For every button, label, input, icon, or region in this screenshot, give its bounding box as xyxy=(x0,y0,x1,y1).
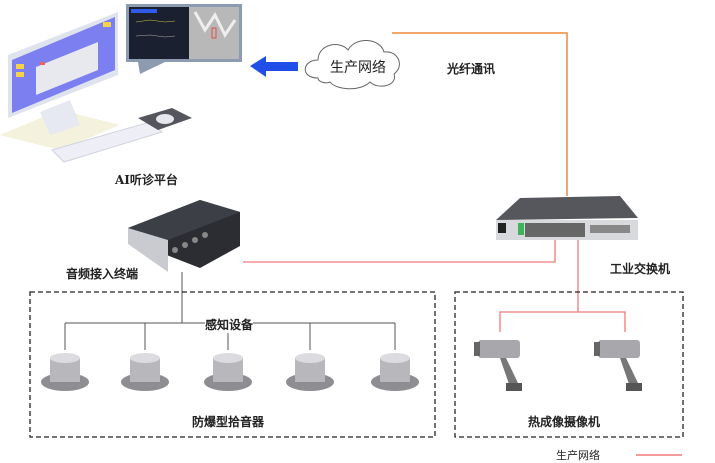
audio-terminal-icon xyxy=(128,200,240,272)
switch-label: 工业交换机 xyxy=(610,262,671,276)
thermal-camera-icon xyxy=(594,340,642,391)
pickup-icon xyxy=(204,353,252,391)
pickup-icon xyxy=(371,353,419,391)
camera-branch-line xyxy=(499,311,626,332)
camera-group-box xyxy=(454,291,684,438)
sensing-label: 感知设备 xyxy=(205,316,254,333)
fiber-line xyxy=(392,32,568,196)
legend-label: 生产网络 xyxy=(556,449,600,462)
sensing-group-box xyxy=(29,291,436,438)
audio-terminal-label: 音频接入终端 xyxy=(66,267,139,281)
fiber-label: 光纤通讯 xyxy=(447,62,496,76)
network-switch-icon xyxy=(496,196,638,240)
pickup-icons xyxy=(41,353,419,391)
cloud-icon xyxy=(304,40,400,90)
screen-preview-icon xyxy=(126,4,242,74)
cameras-label: 热成像摄像机 xyxy=(528,415,601,429)
platform-label: AI听诊平台 xyxy=(115,173,178,187)
arrow-icon xyxy=(250,56,298,77)
terminal-switch-line xyxy=(243,240,556,263)
thermal-camera-icon xyxy=(474,340,522,391)
cloud-label: 生产网络 xyxy=(330,60,386,76)
pickups-label: 防爆型拾音器 xyxy=(192,415,265,429)
pickup-icon xyxy=(121,353,169,391)
pickup-icon xyxy=(41,353,89,391)
computer-icon xyxy=(0,12,192,163)
sensor-tree xyxy=(64,272,396,350)
pickup-icon xyxy=(286,353,334,391)
